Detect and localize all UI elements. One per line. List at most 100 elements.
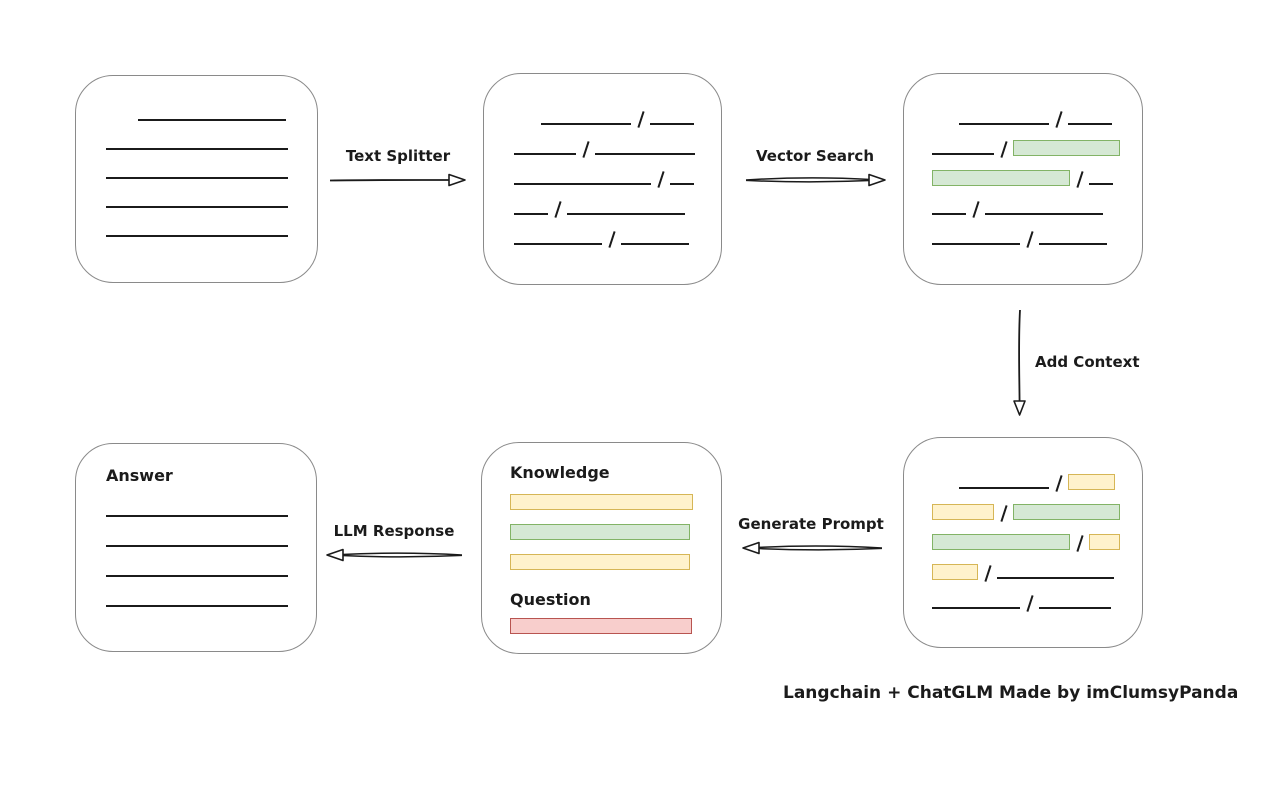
yellow-chunk [1089, 534, 1120, 550]
source-document-box [75, 75, 318, 283]
chunk-row [932, 126, 1120, 158]
text-line [106, 545, 288, 547]
text-line [567, 213, 685, 215]
chunk-row [510, 547, 697, 577]
text-line [621, 243, 689, 245]
text-line [959, 487, 1049, 489]
right-arrow-icon [745, 173, 886, 187]
text-splitter-label: Text Splitter [345, 147, 451, 165]
add-context-label: Add Context [1035, 353, 1140, 371]
red-chunk [510, 618, 692, 634]
yellow-chunk [1068, 474, 1115, 490]
document-lines [76, 76, 317, 238]
text-line [1068, 123, 1112, 125]
chunk-row [106, 518, 290, 548]
chunk-row [932, 216, 1118, 248]
context-chunks-box [903, 437, 1143, 648]
text-line [514, 243, 602, 245]
text-line [997, 577, 1114, 579]
knowledge-label: Knowledge [510, 463, 610, 482]
chunk-row [932, 520, 1120, 552]
chunk-row [510, 517, 697, 547]
question-bar [510, 612, 697, 640]
chunk-row [932, 186, 1118, 218]
chunk-row [932, 156, 1118, 188]
chunk-row [514, 186, 697, 218]
chunk-row [106, 209, 291, 238]
chunk-row [106, 488, 290, 518]
text-line [106, 206, 288, 208]
prompt-box: Knowledge Question [481, 442, 722, 654]
left-arrow-icon [326, 548, 463, 562]
context-chunk-lines [904, 438, 1142, 612]
text-line [106, 235, 288, 237]
text-line [650, 123, 694, 125]
chunk-row [514, 96, 697, 128]
green-chunk [1013, 140, 1120, 156]
chunk-row [932, 550, 1118, 582]
chunk-row [932, 96, 1118, 128]
text-line [932, 607, 1020, 609]
green-chunk [932, 534, 1070, 550]
yellow-chunk [510, 494, 693, 510]
chunk-row [106, 548, 290, 578]
down-arrow-icon [1013, 309, 1026, 416]
green-chunk [932, 170, 1070, 186]
green-chunk [510, 524, 690, 540]
question-label: Question [510, 590, 591, 609]
chunk-row [932, 460, 1118, 492]
text-line [106, 148, 288, 150]
split-chunks-box [483, 73, 722, 285]
text-line [106, 515, 288, 517]
chunk-row [510, 612, 697, 640]
credit-caption: Langchain + ChatGLM Made by imClumsyPand… [783, 683, 1239, 703]
answer-lines [106, 488, 290, 608]
text-line [932, 213, 966, 215]
chunk-row [106, 93, 291, 122]
chunk-row [106, 151, 291, 180]
vector-search-results-box [903, 73, 1143, 285]
text-line [1039, 243, 1107, 245]
chunk-row [514, 156, 697, 188]
chunk-row [510, 487, 697, 517]
chunk-row [106, 122, 291, 151]
chunk-row [106, 578, 290, 608]
text-line [106, 605, 288, 607]
split-chunk-lines [484, 74, 721, 248]
yellow-chunk [510, 554, 690, 570]
knowledge-bars [510, 487, 697, 577]
text-line [541, 123, 631, 125]
text-line [106, 575, 288, 577]
text-line [985, 213, 1103, 215]
text-line [1039, 607, 1111, 609]
slash-separator [1026, 231, 1034, 248]
chunk-row [932, 490, 1120, 522]
vector-search-label: Vector Search [755, 147, 874, 165]
text-line [106, 177, 288, 179]
chunk-row [932, 580, 1118, 612]
search-result-lines [904, 74, 1142, 248]
text-line [670, 183, 694, 185]
chunk-row [514, 216, 697, 248]
text-line [514, 153, 576, 155]
chunk-row [106, 180, 291, 209]
text-line [595, 153, 695, 155]
text-line [932, 243, 1020, 245]
answer-title: Answer [106, 466, 173, 485]
slash-separator [1026, 595, 1034, 612]
right-arrow-icon [329, 173, 466, 187]
slash-separator [608, 231, 616, 248]
generate-prompt-label: Generate Prompt [738, 515, 884, 533]
text-line [138, 119, 286, 121]
yellow-chunk [932, 504, 994, 520]
left-arrow-icon [742, 541, 883, 555]
yellow-chunk [932, 564, 978, 580]
green-chunk [1013, 504, 1120, 520]
text-line [959, 123, 1049, 125]
text-line [1089, 183, 1113, 185]
llm-response-label: LLM Response [333, 522, 455, 540]
text-line [514, 213, 548, 215]
text-line [514, 183, 651, 185]
chunk-row [514, 126, 697, 158]
